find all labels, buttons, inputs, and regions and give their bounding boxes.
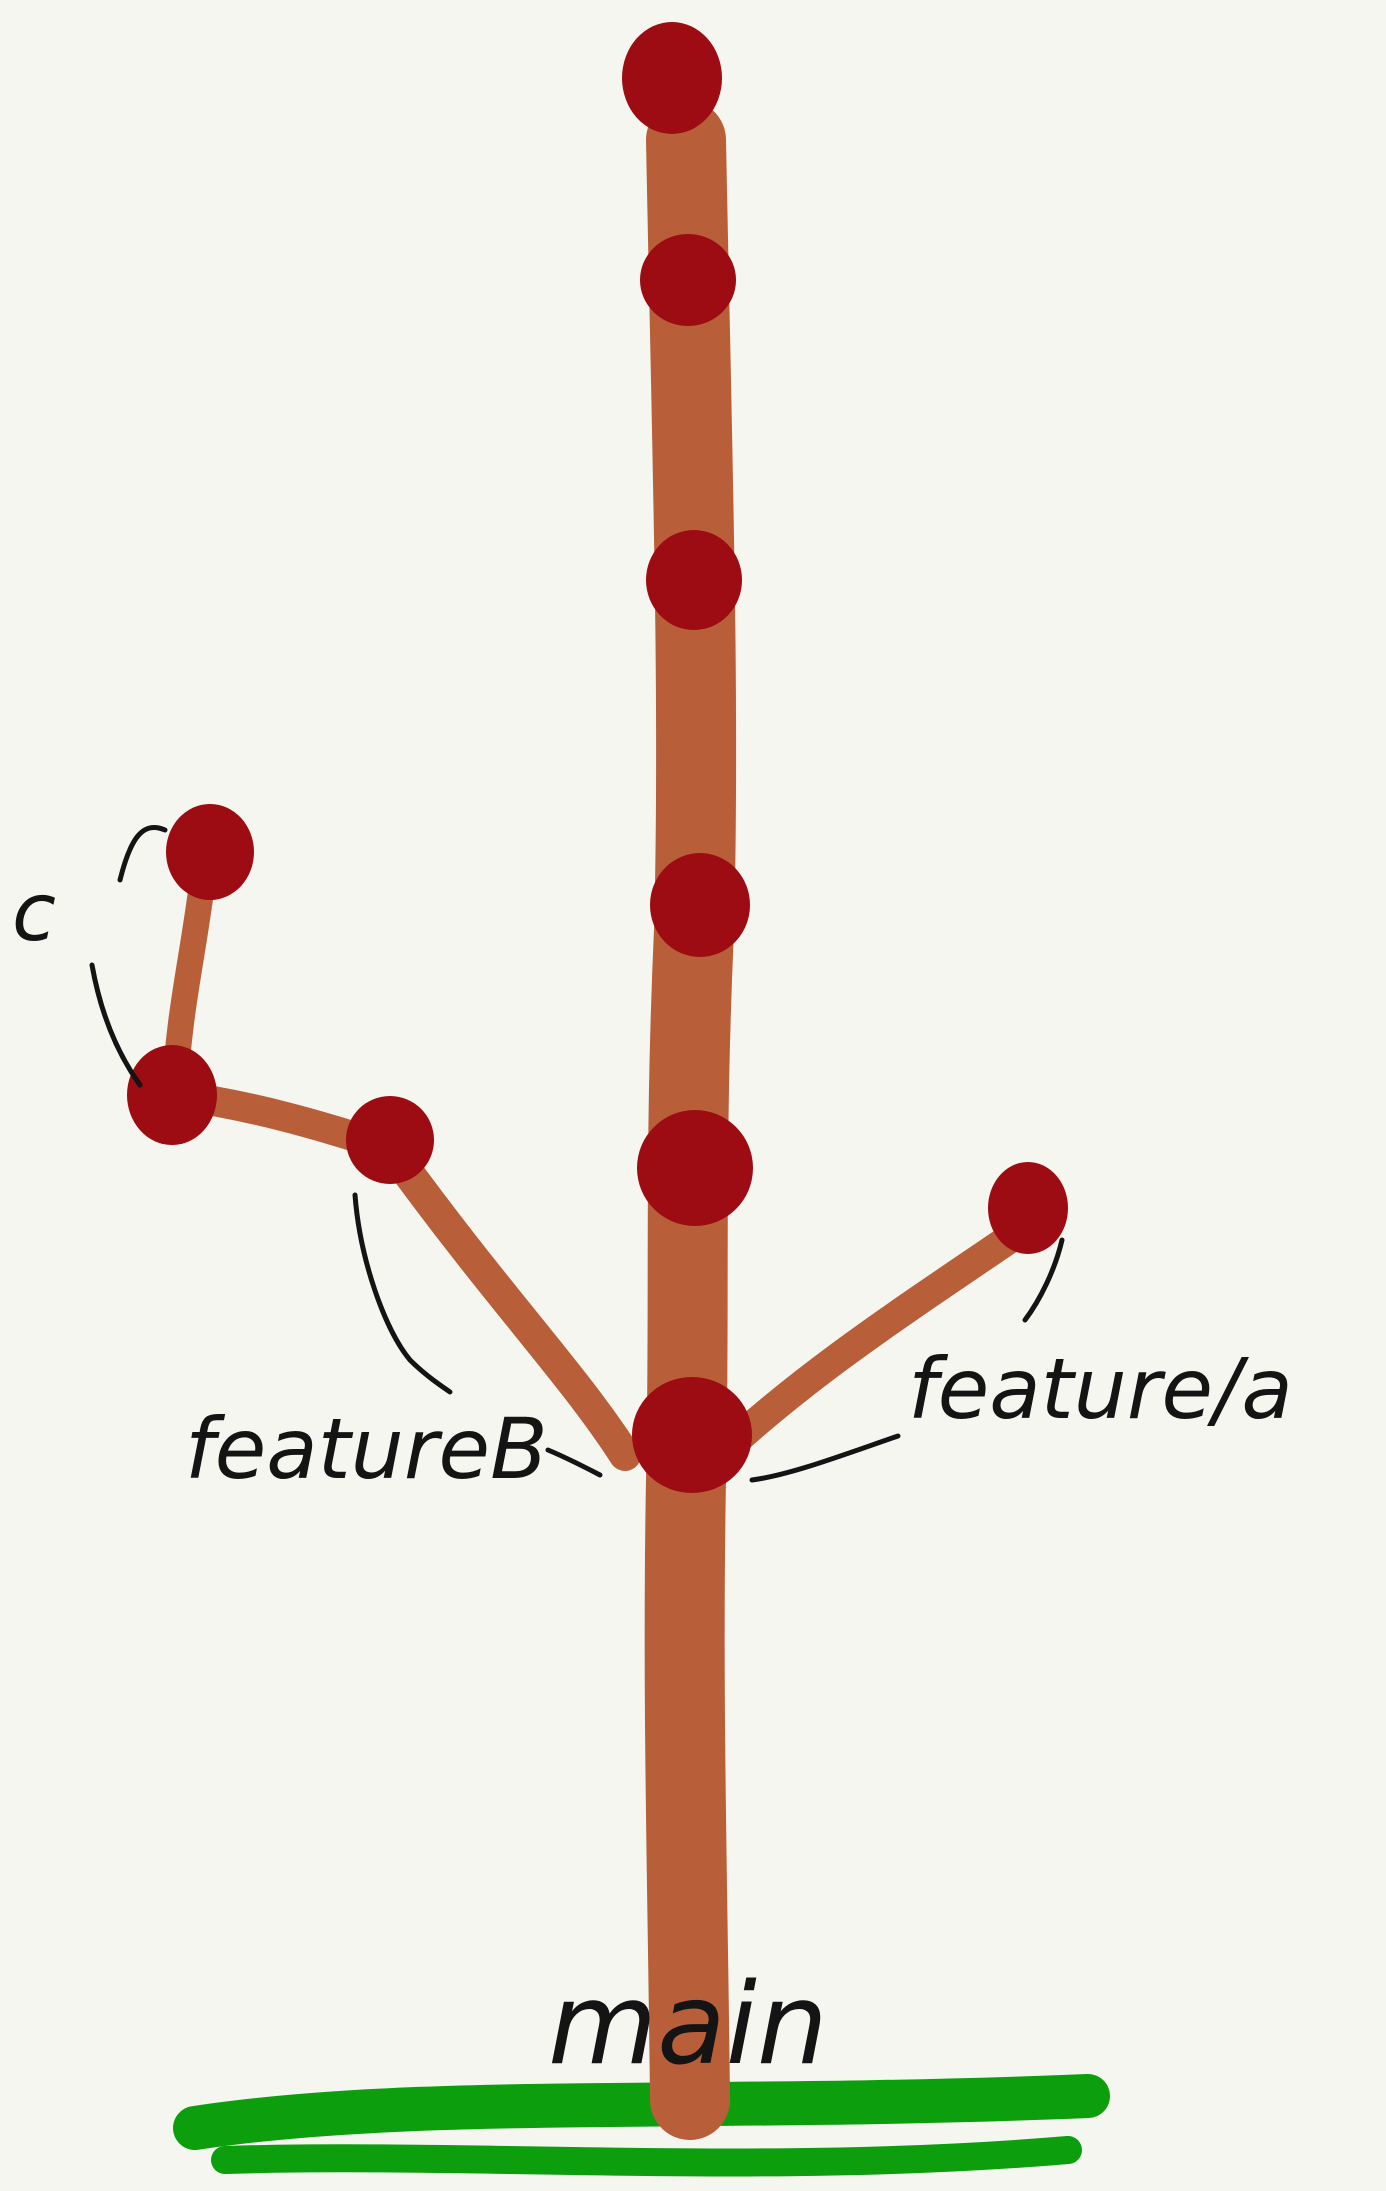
feature-b-commit-dot xyxy=(346,1096,434,1184)
commit-dot xyxy=(637,1110,753,1226)
commit-dot xyxy=(622,22,722,134)
feature-b-branch-label: featureB xyxy=(185,1400,548,1498)
feature-a-commit-dot xyxy=(988,1162,1068,1254)
c-pointer-upper xyxy=(120,827,165,880)
commit-dot xyxy=(646,530,742,630)
commit-dot xyxy=(640,234,736,326)
commit-dot xyxy=(632,1377,752,1493)
c-commit-dot xyxy=(127,1045,217,1145)
ground-grass xyxy=(195,2096,1088,2162)
c-pointer-lower xyxy=(92,965,140,1085)
feature-a-branch-label: feature/a xyxy=(908,1340,1293,1438)
main-branch-label: main xyxy=(548,1960,828,2090)
feature-a-pointer xyxy=(752,1436,898,1480)
feature-b-pointer xyxy=(548,1450,600,1475)
c-commit-dot xyxy=(166,804,254,900)
c-branch-label: c xyxy=(12,866,56,959)
commit-dot xyxy=(650,853,750,957)
branch-commits xyxy=(127,804,1068,1254)
